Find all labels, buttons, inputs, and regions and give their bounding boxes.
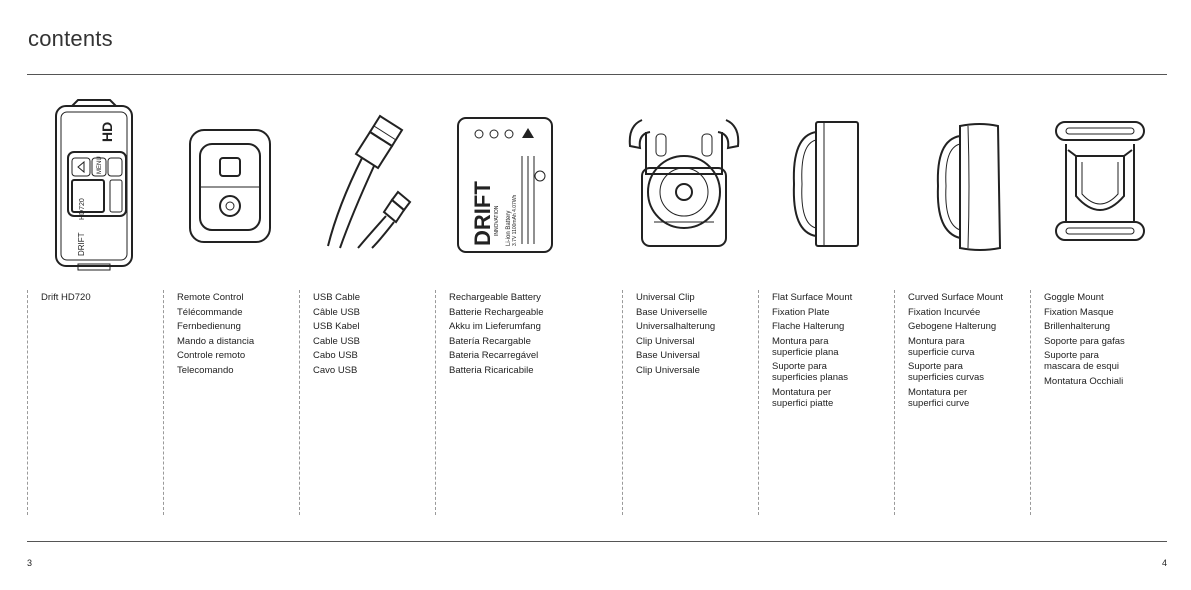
battery-brand: DRIFT bbox=[470, 181, 495, 246]
item-line: Batteria Ricaricabile bbox=[449, 364, 534, 376]
item-line: Gebogene Halterung bbox=[908, 321, 997, 333]
item-col-camera: Drift HD720 bbox=[27, 290, 163, 515]
item-line: Mando a distancia bbox=[177, 335, 255, 347]
item-line: Flat Surface Mount bbox=[772, 292, 853, 303]
item-line: Brillenhalterung bbox=[1044, 321, 1111, 333]
goggle-mount-illustration bbox=[1046, 96, 1166, 272]
item-line: Clip Universal bbox=[636, 335, 695, 347]
item-line: Cabo USB bbox=[313, 350, 358, 362]
item-line: Câble USB bbox=[313, 306, 360, 318]
camera-hd-logo: HD bbox=[99, 122, 115, 142]
battery-type: Li-ion Battery bbox=[506, 211, 512, 246]
battery-spec: 3.7V 1100mAh 4.07Wh bbox=[512, 194, 518, 246]
item-line: Universal Clip bbox=[636, 292, 695, 303]
page-title: contents bbox=[28, 26, 113, 51]
item-line: Akku im Lieferumfang bbox=[449, 321, 541, 333]
camera-model: HD720 bbox=[79, 198, 86, 220]
item-line: Telecomando bbox=[177, 364, 234, 376]
item-line: Flache Halterung bbox=[772, 321, 845, 333]
bottom-divider bbox=[27, 541, 1167, 542]
page-number-left: 3 bbox=[27, 558, 33, 568]
item-line: Montatura Occhiali bbox=[1044, 375, 1124, 387]
usb-cable-illustration bbox=[318, 96, 438, 272]
camera-menu-label: MENU bbox=[97, 156, 103, 174]
item-line: Drift HD720 bbox=[41, 292, 91, 303]
item-line: Cable USB bbox=[313, 335, 360, 347]
flat-mount-illustration bbox=[770, 96, 890, 272]
item-line: Controle remoto bbox=[177, 350, 246, 362]
battery-illustration: DRIFT INNOVATION Li-ion Battery 3.7V 110… bbox=[454, 96, 556, 272]
item-line: Base Universelle bbox=[636, 306, 708, 318]
item-line: Fernbedienung bbox=[177, 321, 241, 333]
curved-mount-illustration bbox=[910, 96, 1030, 272]
item-line: USB Cable bbox=[313, 292, 360, 303]
item-line: Remote Control bbox=[177, 292, 244, 303]
item-line: Base Universal bbox=[636, 350, 700, 362]
battery-sub: INNOVATION bbox=[494, 205, 500, 236]
item-line: Rechargeable Battery bbox=[449, 292, 541, 303]
item-line: Fixation Incurvée bbox=[908, 306, 981, 318]
item-line: Bateria Recarregável bbox=[449, 350, 539, 362]
item-line: Clip Universale bbox=[636, 364, 700, 376]
item-line: Universalhalterung bbox=[636, 321, 716, 333]
item-line: USB Kabel bbox=[313, 321, 360, 333]
item-line: Batterie Rechargeable bbox=[449, 306, 544, 318]
item-line: Curved Surface Mount bbox=[908, 292, 1004, 303]
item-line: Goggle Mount bbox=[1044, 292, 1104, 303]
top-divider bbox=[27, 74, 1167, 75]
item-line: Fixation Plate bbox=[772, 306, 830, 318]
item-line: Soporte para gafas bbox=[1044, 335, 1125, 347]
universal-clip-illustration bbox=[624, 96, 744, 272]
item-line: Fixation Masque bbox=[1044, 306, 1114, 318]
page-number-right: 4 bbox=[1161, 558, 1167, 568]
camera-brand: DRIFT bbox=[77, 232, 86, 256]
item-line: Batería Recargable bbox=[449, 335, 531, 347]
remote-illustration bbox=[182, 96, 302, 272]
item-line: Télécommande bbox=[177, 306, 243, 318]
item-line: Cavo USB bbox=[313, 364, 358, 376]
camera-illustration: MENU HD DRIFT HD720 bbox=[38, 96, 148, 272]
